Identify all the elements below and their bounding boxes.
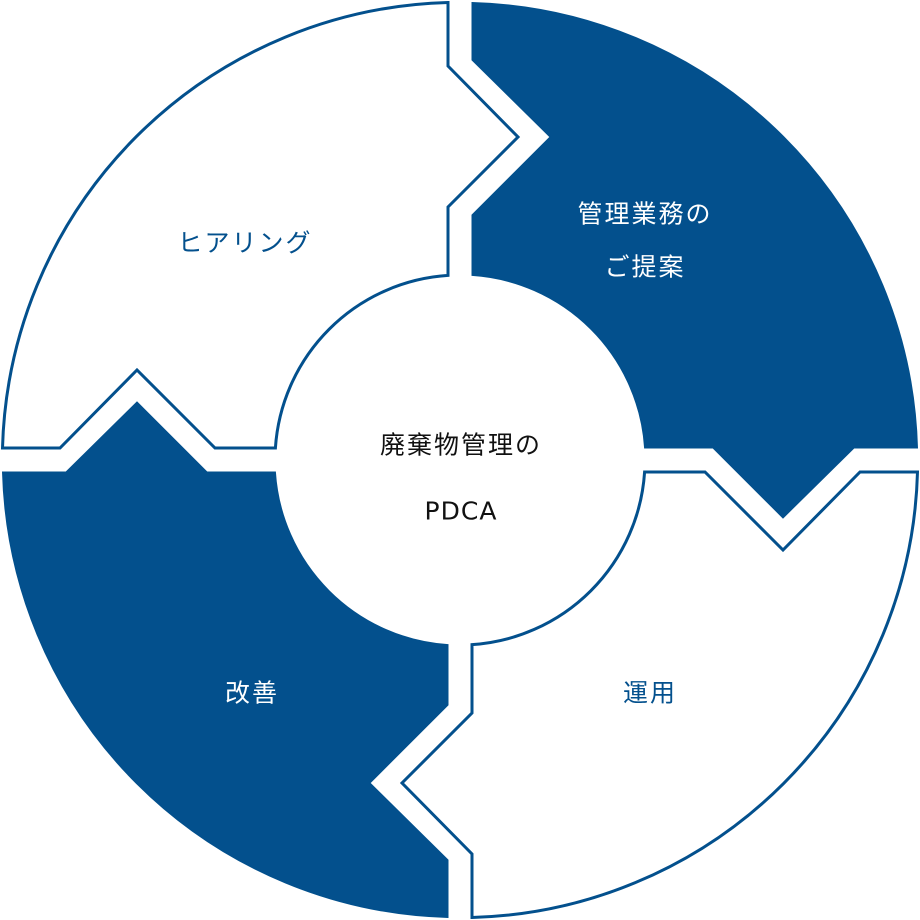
segment-label-improvement: 改善: [224, 678, 280, 708]
center-title-line1: 廃棄物管理の: [379, 430, 543, 460]
segment-label-proposal-line2: ご提案: [604, 252, 686, 282]
segment-proposal: [471, 1, 919, 519]
segment-improvement: [1, 401, 449, 919]
segment-label-proposal-line1: 管理業務の: [577, 199, 713, 229]
center-title-line2: PDCA: [424, 496, 498, 526]
segment-operation: [399, 470, 920, 920]
segment-label-hearing: ヒアリング: [177, 228, 313, 258]
segment-label-operation: 運用: [622, 678, 678, 708]
segment-hearing: [0, 0, 521, 450]
